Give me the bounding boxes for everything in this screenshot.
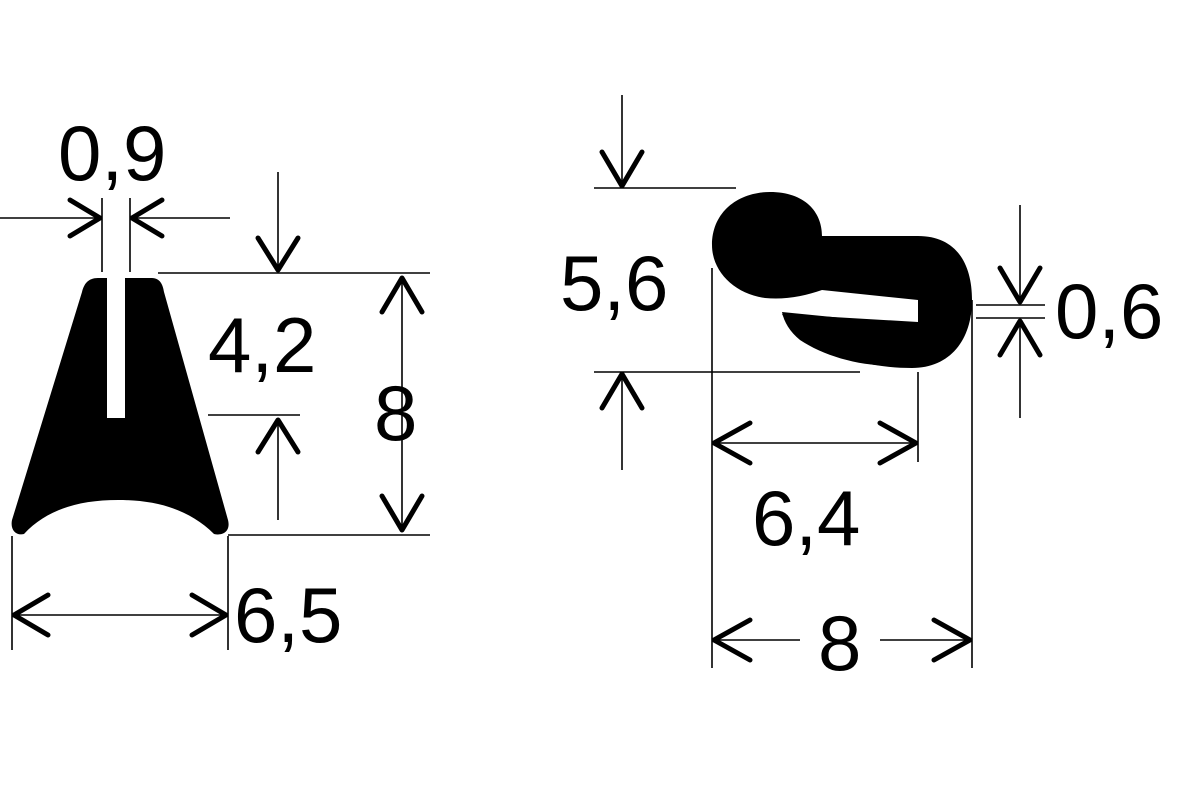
arrow-left-icon <box>711 617 753 663</box>
arrow-left-icon <box>711 420 753 466</box>
arrow-down-icon <box>599 149 645 189</box>
dim-hook-height: 5,6 <box>560 239 668 327</box>
arrow-right-icon <box>931 617 973 663</box>
dim-slot-width: 0,9 <box>58 109 166 197</box>
profile-b-shape <box>712 192 972 368</box>
arrow-right-icon <box>189 592 229 638</box>
arrow-down-icon <box>379 493 425 533</box>
arrow-right-icon <box>877 420 919 466</box>
arrow-down-icon <box>255 235 301 273</box>
dim-base-width: 6,5 <box>234 571 342 659</box>
dim-overall-width: 8 <box>818 599 861 687</box>
dim-inner-width: 6,4 <box>752 474 860 562</box>
profile-b: 5,6 0,6 6,4 8 <box>560 95 1163 687</box>
arrow-up-icon <box>379 275 425 315</box>
dim-slot-gap: 0,6 <box>1055 267 1163 355</box>
arrow-left-icon <box>11 592 51 638</box>
profile-a-shape <box>11 278 229 535</box>
dim-slot-depth: 4,2 <box>208 301 316 389</box>
dim-height: 8 <box>374 369 417 457</box>
arrow-up-icon <box>255 417 301 455</box>
profile-a: 0,9 4,2 8 6,5 <box>0 109 430 659</box>
arrow-up-icon <box>599 371 645 411</box>
arrow-up-icon <box>997 318 1043 358</box>
arrow-right-icon <box>67 197 103 239</box>
arrow-left-icon <box>129 197 165 239</box>
arrow-down-icon <box>997 265 1043 305</box>
